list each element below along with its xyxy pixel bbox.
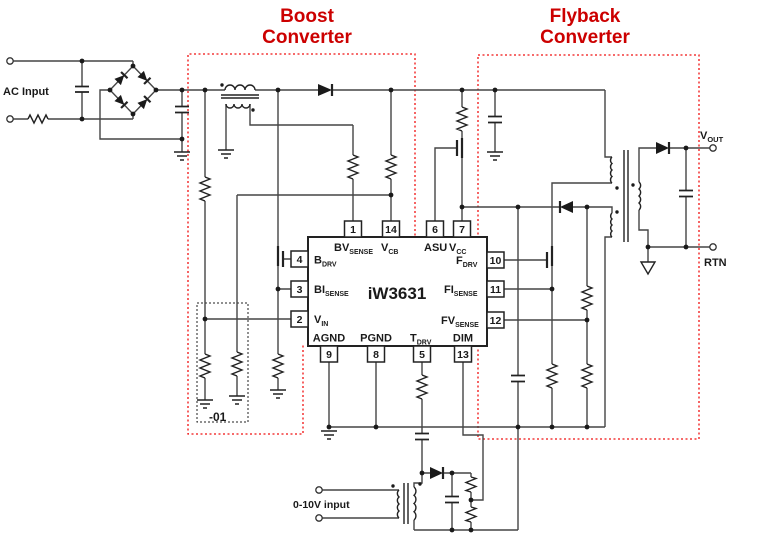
diodes bbox=[318, 84, 671, 479]
pin-number-7: 7 bbox=[459, 224, 465, 236]
chassis-ground-icon bbox=[639, 261, 657, 276]
pin-number-13: 13 bbox=[457, 349, 469, 361]
pin-number-14: 14 bbox=[385, 224, 397, 236]
ground-symbols bbox=[174, 149, 503, 440]
pin-box-4 bbox=[290, 250, 309, 268]
pin-label-fisense: FISENSE bbox=[444, 284, 478, 298]
pin-label-asu: ASU bbox=[424, 242, 447, 254]
circuit-wires bbox=[13, 60, 710, 531]
ac-terminal-top bbox=[6, 57, 14, 65]
pin-label-pgnd: PGND bbox=[360, 333, 392, 345]
pin-label-bvsense: BVSENSE bbox=[334, 242, 373, 256]
io-terminals bbox=[6, 57, 717, 522]
pin-box-5 bbox=[412, 345, 432, 363]
pin-number-3: 3 bbox=[297, 284, 303, 296]
capacitors bbox=[75, 85, 693, 504]
pin-label-tdrv: TDRV bbox=[410, 333, 432, 347]
pin-box-3 bbox=[290, 280, 309, 298]
dim-input-label: 0-10V input bbox=[293, 499, 350, 511]
pin-label-dim: DIM bbox=[453, 333, 473, 345]
pin-box-9 bbox=[319, 345, 339, 363]
pin-box-12 bbox=[486, 311, 505, 329]
pin-box-10 bbox=[486, 251, 505, 269]
variant-box bbox=[196, 302, 249, 423]
pin-label-vcb: VCB bbox=[381, 242, 398, 256]
pin-box-7 bbox=[452, 220, 472, 238]
pin-number-2: 2 bbox=[297, 314, 303, 326]
vout-label: VOUT bbox=[700, 130, 724, 144]
pin-number-10: 10 bbox=[490, 255, 502, 267]
pin-box-8 bbox=[366, 345, 386, 363]
pin-box-6 bbox=[425, 220, 445, 238]
ic-iw3631: 1 14 6 7 9 8 5 13 4 3 2 10 11 12 BVSENSE… bbox=[290, 220, 505, 363]
pin-label-vcc: VCC bbox=[449, 242, 466, 256]
resistors bbox=[27, 106, 594, 523]
dim-terminal-top bbox=[315, 486, 323, 494]
flyback-transformer bbox=[609, 150, 642, 242]
boost-region-outline bbox=[187, 53, 416, 435]
ac-input-label: AC Input bbox=[3, 86, 49, 98]
rtn-terminal bbox=[709, 243, 717, 251]
pin-label-vin: VIN bbox=[314, 314, 328, 328]
pin-label-fvsense: FVSENSE bbox=[441, 315, 479, 329]
pin-label-agnd: AGND bbox=[313, 333, 345, 345]
vout-terminal bbox=[709, 144, 717, 152]
startup-mosfet bbox=[455, 138, 464, 158]
pin-box-13 bbox=[453, 345, 473, 363]
pin-number-8: 8 bbox=[373, 349, 379, 361]
boost-converter-title-line1: Boost bbox=[280, 6, 335, 27]
ic-part-number: iW3631 bbox=[368, 284, 427, 303]
junction-dots bbox=[79, 58, 689, 533]
pin-number-9: 9 bbox=[326, 349, 332, 361]
pin-box-1 bbox=[343, 220, 363, 238]
flyback-mosfet bbox=[545, 246, 554, 268]
variant-label: -01 bbox=[209, 410, 227, 424]
bridge-rectifier bbox=[114, 70, 152, 110]
boost-converter-title-line2: Converter bbox=[262, 27, 352, 48]
pin-number-6: 6 bbox=[432, 224, 438, 236]
pin-label-fdrv: FDRV bbox=[456, 255, 478, 269]
rtn-label: RTN bbox=[704, 257, 727, 269]
pin-number-1: 1 bbox=[350, 224, 356, 236]
ac-terminal-bottom bbox=[6, 115, 14, 123]
pin-box-2 bbox=[290, 310, 309, 328]
pin-box-14 bbox=[381, 220, 401, 238]
pin-number-5: 5 bbox=[419, 349, 425, 361]
pin-label-bdrv: BDRV bbox=[314, 255, 337, 269]
pin-number-11: 11 bbox=[490, 284, 501, 296]
boost-inductor bbox=[220, 83, 259, 112]
pin-label-bisense: BISENSE bbox=[314, 284, 349, 298]
boost-mosfet bbox=[276, 246, 285, 267]
dim-terminal-bottom bbox=[315, 514, 323, 522]
pin-number-4: 4 bbox=[297, 254, 303, 266]
flyback-converter-title-line2: Converter bbox=[540, 27, 630, 48]
pin-box-11 bbox=[486, 280, 505, 298]
flyback-converter-title-line1: Flyback bbox=[550, 6, 621, 27]
dim-isolation-transformer bbox=[391, 482, 422, 524]
pin-number-12: 12 bbox=[490, 315, 502, 327]
